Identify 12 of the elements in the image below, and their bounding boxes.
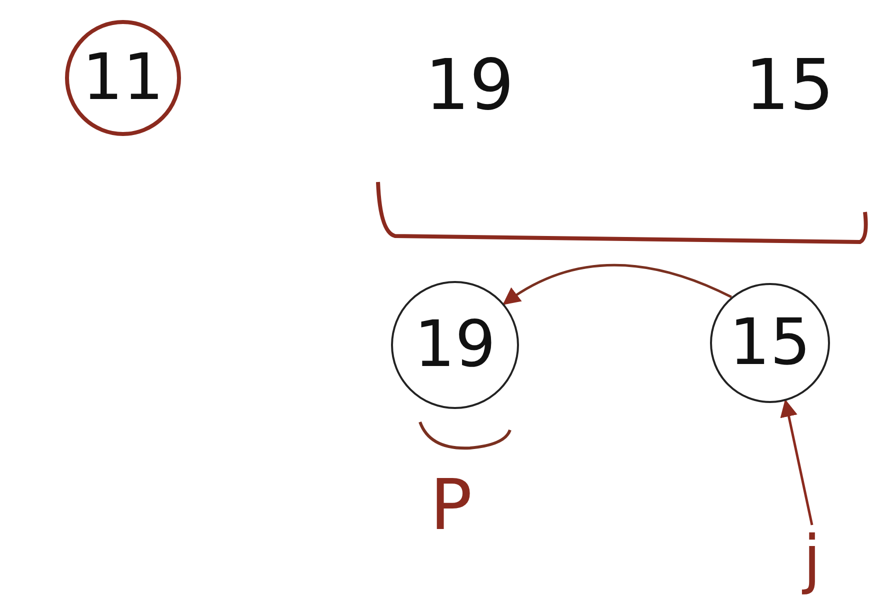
arrow [502,264,732,305]
array-value: 19 [425,50,514,120]
value-circle [710,283,830,403]
number-text: 19 [414,313,496,377]
array-value: 15 [745,50,834,120]
value-circle [391,281,519,409]
pointer-letter: j [803,528,821,592]
number-text: 11 [82,46,164,110]
step-number-circle [65,20,181,136]
number-text: 15 [729,311,811,375]
pointer-letter: P [430,470,472,540]
arrow [780,399,814,526]
